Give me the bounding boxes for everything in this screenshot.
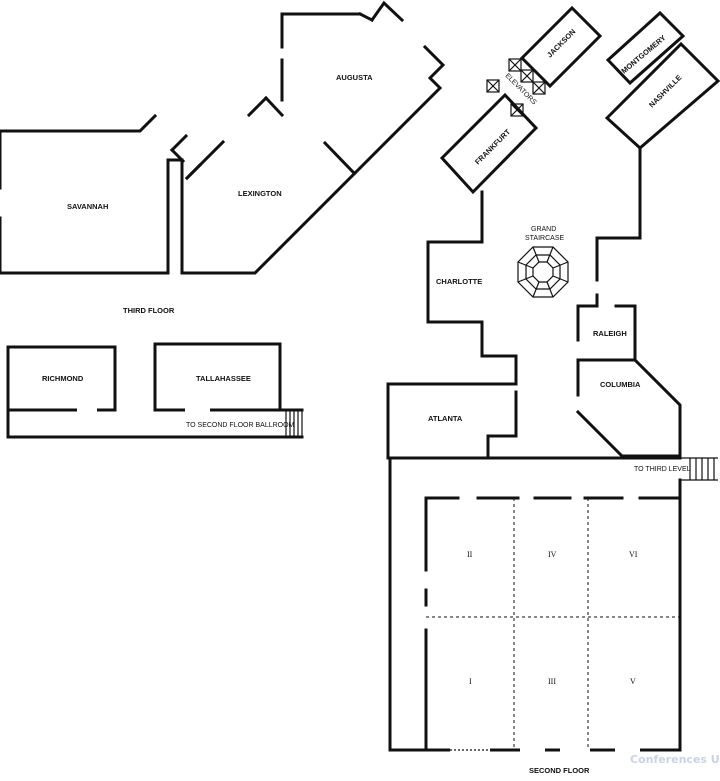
- room-label-atlanta: ATLANTA: [428, 414, 463, 423]
- stairs-to-third-level: [680, 457, 718, 481]
- room-label-frankfurt: FRANKFURT: [473, 127, 512, 166]
- ballroom: [388, 456, 682, 753]
- stairs-to-ballroom: [285, 410, 303, 437]
- richmond-walls: [6, 345, 117, 412]
- ballroom-section-i: I: [469, 677, 472, 686]
- room-label-richmond: RICHMOND: [42, 374, 84, 383]
- third-floor-plan: SAVANNAH LEXINGTON AUGUSTA RICHMOND TALL…: [0, 0, 446, 439]
- room-label-savannah: SAVANNAH: [67, 202, 108, 211]
- room-label-nashville: NASHVILLE: [647, 73, 683, 109]
- tallahassee-walls: [153, 342, 282, 412]
- ballroom-section-vi: VI: [629, 550, 638, 559]
- room-label-augusta: AUGUSTA: [336, 73, 373, 82]
- room-label-tallahassee: TALLAHASSEE: [196, 374, 251, 383]
- atlanta-walls: [386, 398, 518, 460]
- second-floor-plan: JACKSON MONTGOMERY NASHVILLE FRANKFURT E…: [386, 5, 720, 775]
- lexington-walls: [180, 170, 358, 275]
- label-grand-staircase-line2: STAIRCASE: [525, 235, 564, 242]
- montgomery-walls: [605, 10, 686, 86]
- stairs-note-third-floor: TO SECOND FLOOR BALLROOM: [186, 422, 295, 429]
- jackson-walls: [519, 5, 603, 89]
- ballroom-section-iii: III: [548, 677, 556, 686]
- ballroom-section-iv: IV: [548, 550, 557, 559]
- watermark-logo: Conferences UK: [630, 753, 720, 766]
- frankfurt-walls: [439, 92, 539, 195]
- room-label-lexington: LEXINGTON: [238, 189, 282, 198]
- floor-title-third: THIRD FLOOR: [123, 306, 175, 315]
- ballroom-section-ii: II: [467, 550, 473, 559]
- room-label-raleigh: RALEIGH: [593, 329, 627, 338]
- elevators: [486, 58, 546, 117]
- label-grand-staircase-line1: GRAND: [531, 226, 556, 233]
- ballroom-section-v: V: [630, 677, 636, 686]
- nashville-walls: [604, 41, 720, 151]
- stairs-note-second-floor: TO THIRD LEVEL: [634, 466, 691, 473]
- room-label-charlotte: CHARLOTTE: [436, 277, 482, 286]
- room-label-columbia: COLUMBIA: [600, 380, 641, 389]
- floor-title-second: SECOND FLOOR: [529, 766, 590, 775]
- savannah-walls: [0, 113, 158, 133]
- grand-staircase-icon: [517, 246, 569, 298]
